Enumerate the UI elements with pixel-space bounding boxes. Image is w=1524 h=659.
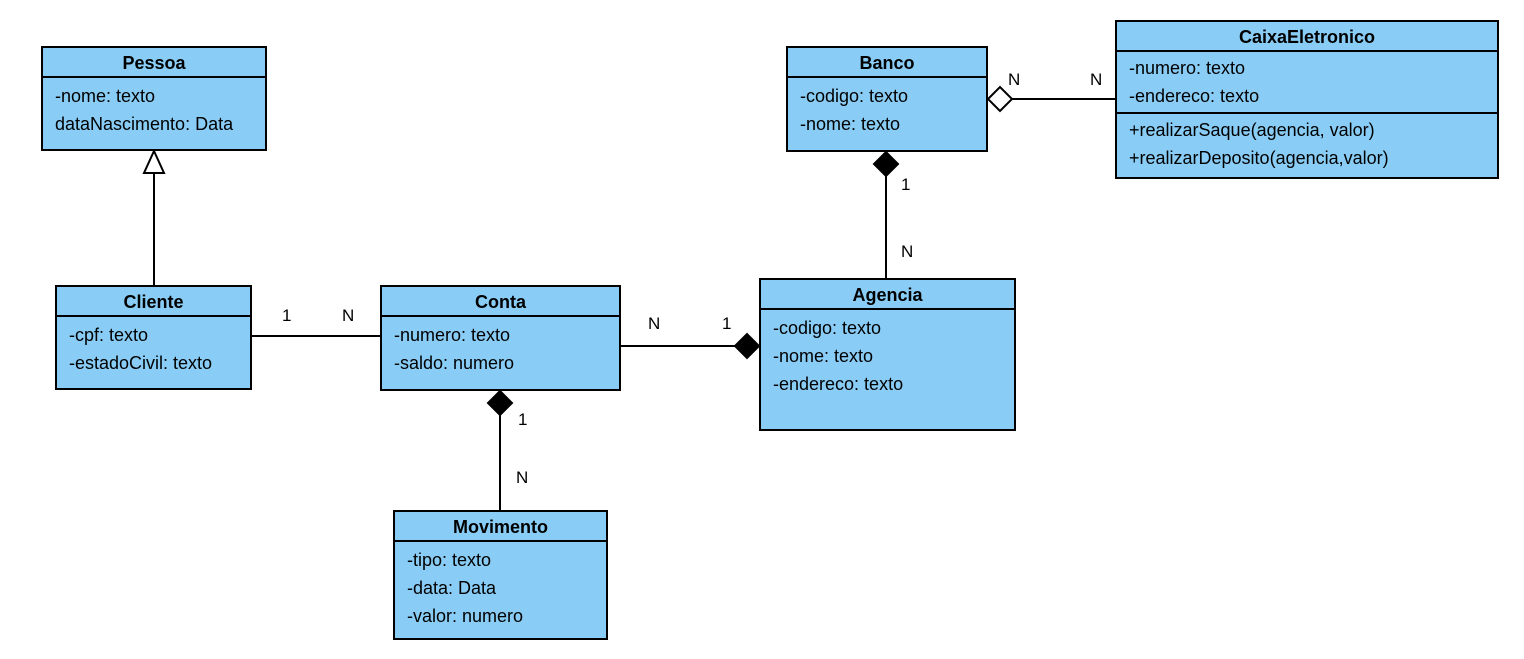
attribute: -codigo: texto (800, 86, 909, 106)
multiplicity-conta-side: N (342, 306, 355, 325)
class-pessoa[interactable]: Pessoa -nome: texto dataNascimento: Data (41, 46, 267, 151)
attribute-list: -cpf: texto -estadoCivil: texto (57, 317, 250, 381)
class-agencia[interactable]: Agencia -codigo: texto -nome: texto -end… (759, 278, 1016, 431)
class-name: Cliente (57, 287, 250, 317)
attribute-list: -numero: texto -saldo: numero (382, 317, 619, 381)
attribute: -saldo: numero (394, 353, 515, 373)
class-cliente[interactable]: Cliente -cpf: texto -estadoCivil: texto (55, 285, 252, 390)
attribute: -nome: texto (773, 346, 874, 366)
attribute-list: -nome: texto dataNascimento: Data (43, 78, 265, 142)
multiplicity-banco-agencia-n: N (901, 242, 914, 261)
method: +realizarSaque(agencia, valor) (1129, 120, 1375, 140)
attribute-list: -codigo: texto -nome: texto -endereco: t… (761, 310, 1014, 402)
class-movimento[interactable]: Movimento -tipo: texto -data: Data -valo… (393, 510, 608, 640)
attribute-list: -numero: texto -endereco: texto (1117, 52, 1497, 112)
method-list: +realizarSaque(agencia, valor) +realizar… (1117, 112, 1497, 174)
multiplicity-banco-caixa-banco: N (1008, 70, 1021, 89)
attribute: -cpf: texto (69, 325, 149, 345)
multiplicity-conta-movimento-1: 1 (518, 410, 528, 429)
attribute: -endereco: texto (773, 374, 904, 394)
attribute: -valor: numero (407, 606, 524, 626)
class-caixa-eletronico[interactable]: CaixaEletronico -numero: texto -endereco… (1115, 20, 1499, 179)
attribute: -nome: texto (800, 114, 901, 134)
attribute: -numero: texto (1129, 58, 1246, 78)
generalization-arrowhead (142, 148, 166, 174)
method: +realizarDeposito(agencia,valor) (1129, 148, 1389, 168)
attribute: -nome: texto (55, 86, 156, 106)
multiplicity-conta-agencia-n: N (648, 314, 661, 333)
multiplicity-banco-caixa-caixa: N (1090, 70, 1103, 89)
multiplicity-conta-agencia-1: 1 (722, 314, 732, 333)
multiplicity-conta-movimento-n: N (516, 468, 529, 487)
attribute: -endereco: texto (1129, 86, 1260, 106)
composition-diamond-banco (872, 150, 900, 178)
attribute-list: -codigo: texto -nome: texto (788, 78, 986, 142)
class-name: Pessoa (43, 48, 265, 78)
class-name: Agencia (761, 280, 1014, 310)
attribute: -tipo: texto (407, 550, 492, 570)
class-name: Conta (382, 287, 619, 317)
attribute: -codigo: texto (773, 318, 882, 338)
attribute: -data: Data (407, 578, 497, 598)
attribute-list: -tipo: texto -data: Data -valor: numero (395, 542, 606, 634)
class-name: Banco (788, 48, 986, 78)
attribute: dataNascimento: Data (55, 114, 234, 134)
class-name: Movimento (395, 512, 606, 542)
attribute: -numero: texto (394, 325, 511, 345)
multiplicity-banco-agencia-1: 1 (901, 175, 911, 194)
composition-diamond-agencia (733, 332, 761, 360)
aggregation-diamond-banco (986, 85, 1014, 113)
class-banco[interactable]: Banco -codigo: texto -nome: texto (786, 46, 988, 152)
composition-diamond-conta (486, 389, 514, 417)
attribute: -estadoCivil: texto (69, 353, 213, 373)
class-conta[interactable]: Conta -numero: texto -saldo: numero (380, 285, 621, 391)
multiplicity-cliente-side: 1 (282, 306, 292, 325)
class-name: CaixaEletronico (1117, 22, 1497, 52)
